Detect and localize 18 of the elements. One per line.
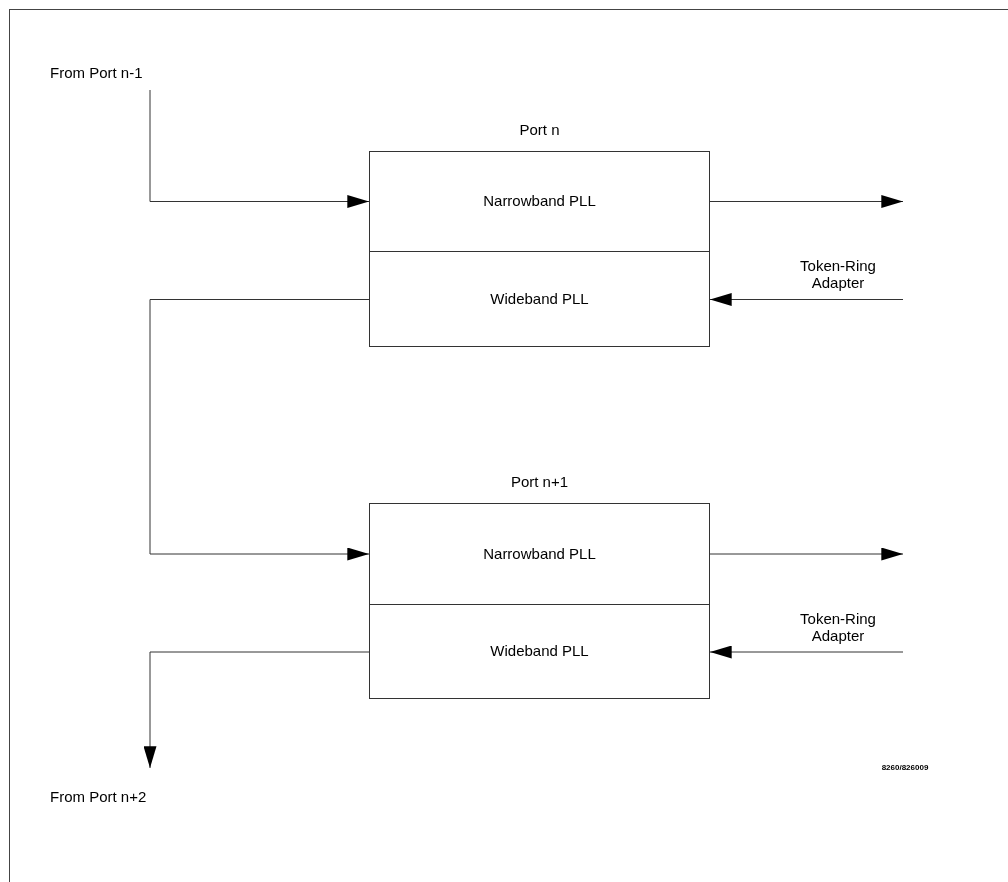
pll-block: Wideband PLL — [369, 252, 710, 347]
pll-block: Wideband PLL — [369, 605, 710, 699]
adapter-label: Token-Ring Adapter — [799, 610, 877, 644]
arrow — [149, 89, 370, 208]
arrow — [709, 645, 904, 659]
figure-code: 8260/826009 — [880, 762, 930, 774]
arrow — [709, 547, 904, 561]
port-heading: Port n+1 — [509, 472, 570, 492]
pll-block: Narrowband PLL — [369, 503, 710, 605]
port-heading: Port n — [518, 120, 561, 140]
port-text: From Port n+2 — [50, 786, 190, 808]
arrow — [709, 195, 904, 208]
arrow — [709, 293, 904, 306]
adapter-label: Token-Ring Adapter — [799, 257, 877, 291]
arrow — [143, 651, 370, 769]
port-text: From Port n-1 — [50, 62, 190, 84]
pll-block: Narrowband PLL — [369, 151, 710, 252]
arrow — [149, 299, 370, 561]
